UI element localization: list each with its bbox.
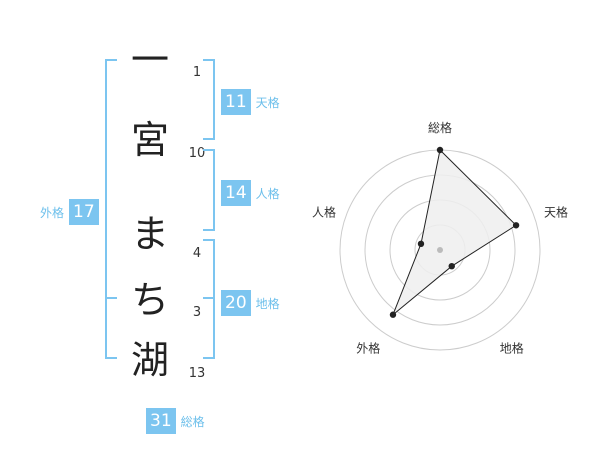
sou-kaku-badge: 31 総格 [146, 408, 205, 434]
name-char-5: 湖 [130, 338, 169, 382]
radar-axis-label-4: 外格 [356, 341, 380, 356]
radar-axis-label-3: 地格 [500, 341, 524, 356]
gai-kaku-value: 17 [69, 199, 99, 225]
name-char-2: 宮 [130, 118, 169, 162]
stroke-count-4: 3 [192, 305, 202, 320]
radar-axis-label-2: 天格 [544, 204, 568, 219]
radar-point-4 [389, 311, 397, 318]
ten-kaku-badge: 11 天格 [221, 89, 280, 115]
name-char-1: 一 [130, 38, 169, 82]
jin-kaku-value: 14 [221, 180, 251, 206]
radar-point-2 [512, 222, 520, 229]
name-char-3: ま [130, 212, 169, 256]
chi-kaku-label: 地格 [255, 296, 280, 311]
jin-kaku-badge: 14 人格 [221, 180, 280, 206]
radar-series-polygon [392, 148, 517, 316]
jin-kaku-label: 人格 [255, 186, 280, 201]
radar-point-5 [417, 240, 425, 248]
sou-kaku-label: 総格 [180, 414, 205, 429]
stroke-count-5: 13 [188, 366, 206, 381]
gai-kaku-badge: 外格 17 [40, 199, 99, 225]
radar-point-1 [436, 146, 444, 154]
radar-axis-label-5: 人格 [312, 204, 336, 219]
stroke-count-2: 10 [188, 146, 206, 161]
radar-center-dot [437, 247, 443, 253]
radar-point-3 [448, 262, 455, 270]
stroke-count-1: 1 [192, 65, 202, 80]
radar-axis-label-1: 総格 [428, 120, 452, 135]
ten-kaku-value: 11 [221, 89, 251, 115]
gai-kaku-label: 外格 [40, 205, 65, 220]
ten-kaku-label: 天格 [255, 95, 280, 110]
name-char-4: ち [130, 278, 169, 322]
stroke-count-3: 4 [192, 246, 202, 261]
chi-kaku-badge: 20 地格 [221, 290, 280, 316]
chi-kaku-value: 20 [221, 290, 251, 316]
sou-kaku-value: 31 [146, 408, 176, 434]
